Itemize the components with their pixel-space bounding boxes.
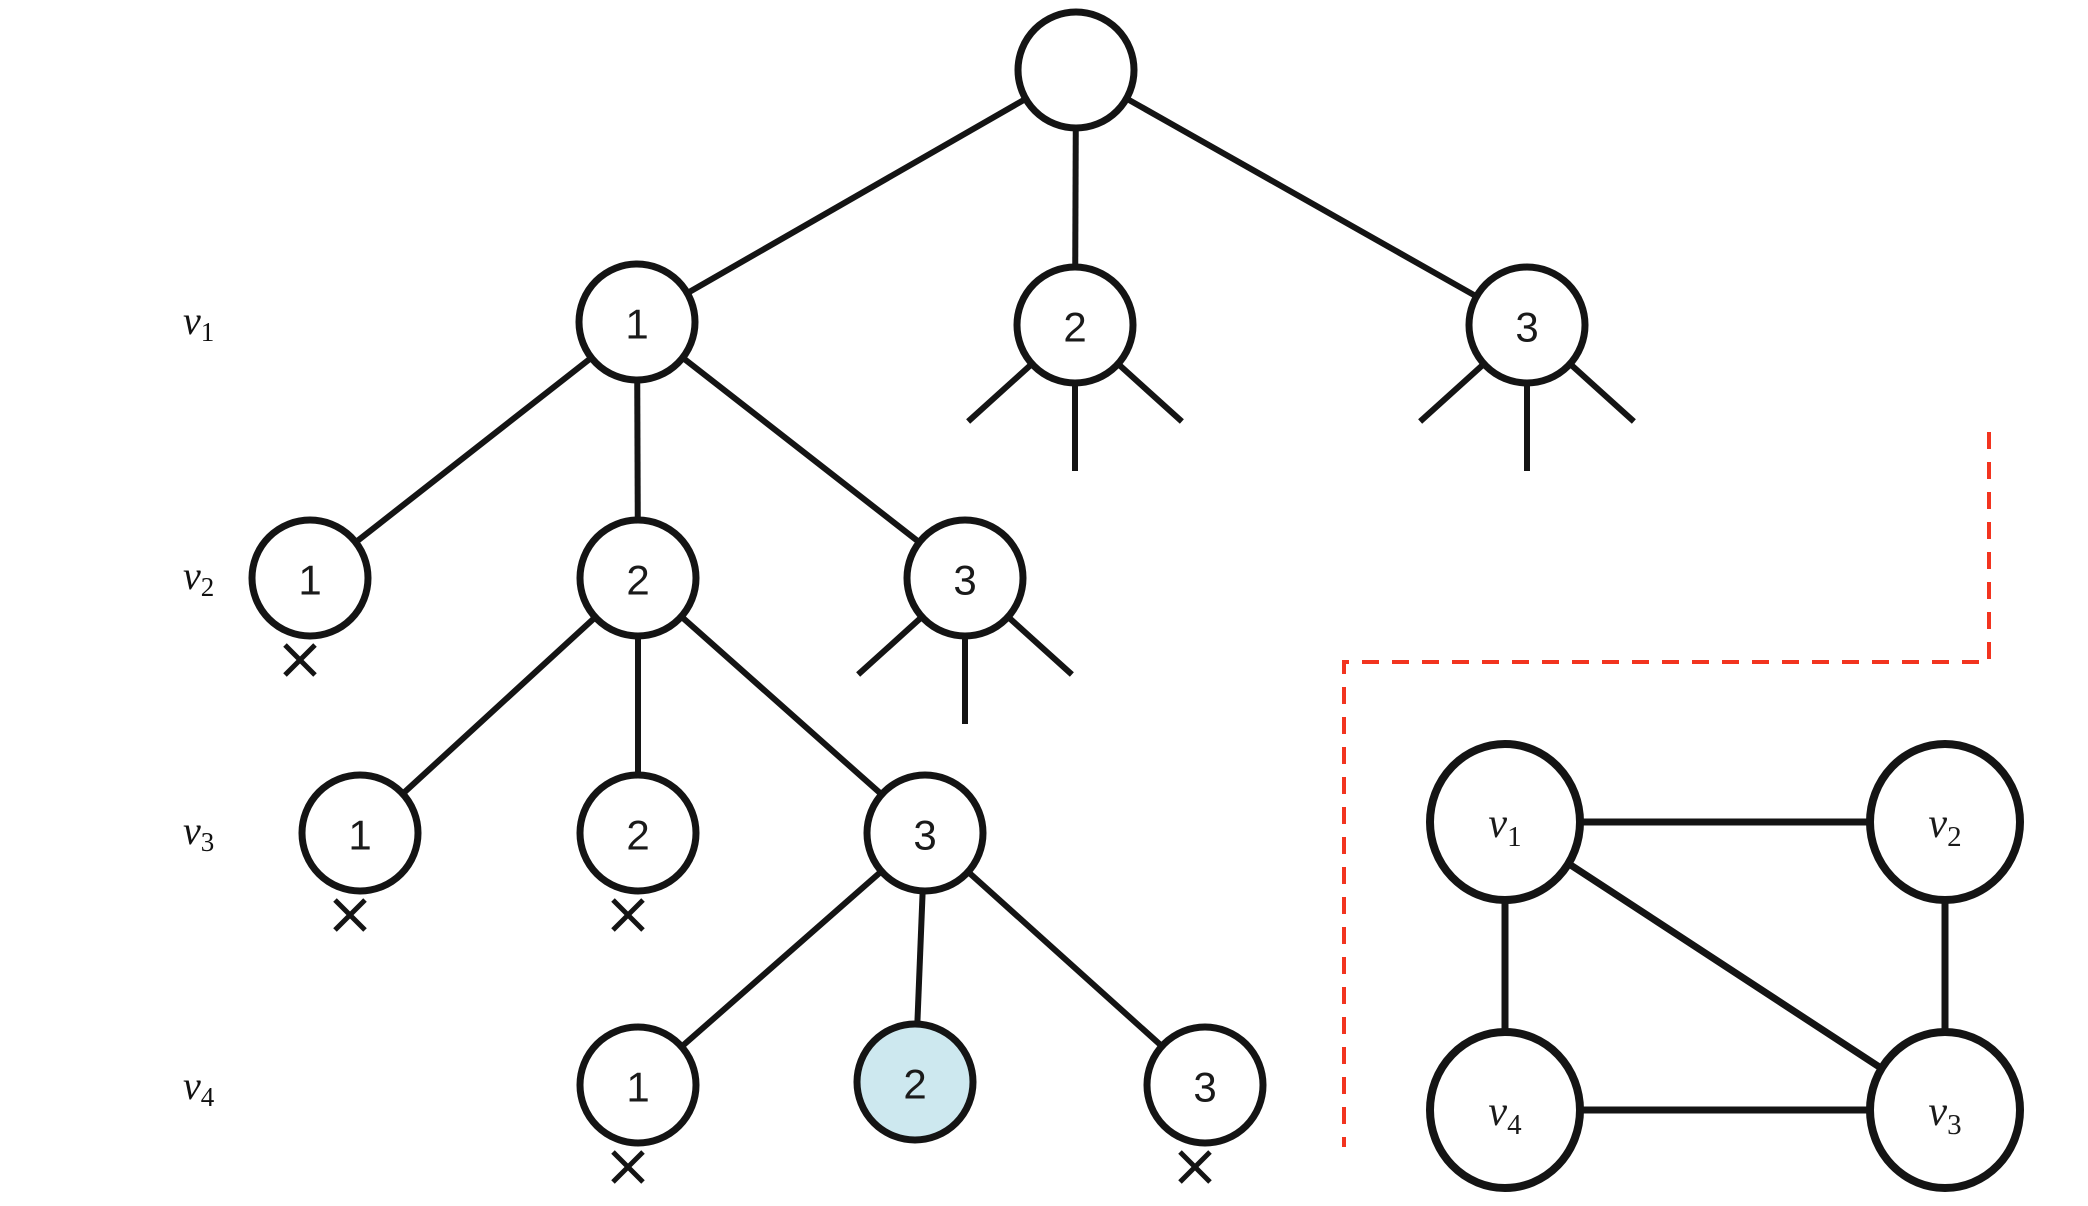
pruned-cross-marks: [283, 643, 1212, 1184]
node-circle: [298, 771, 422, 895]
tree-edge: [684, 95, 1029, 297]
graph-edges: [1501, 818, 1949, 1114]
tree-node-label: 1: [298, 557, 321, 604]
row-label-v4: v4: [183, 1063, 215, 1113]
graph-nodes: v1 v2 v3 v4: [1426, 740, 2024, 1192]
tree-nodes: 1 2 3 1 2 3 1 2 3 1 2 3: [248, 8, 1589, 1147]
node-circle: [863, 771, 987, 895]
tree-node-label: 1: [348, 812, 371, 859]
tree-node-label: 3: [913, 812, 936, 859]
tree-node-L2-1[interactable]: 1: [248, 516, 372, 640]
tree-node-label: 2: [903, 1061, 926, 1108]
graph-node-label: v2: [1928, 801, 1961, 853]
tree-edge: [1072, 125, 1079, 270]
tree-stub-edges: [856, 360, 1636, 724]
tree-edge: [1123, 94, 1480, 301]
tree-node-L1-2[interactable]: 2: [1013, 263, 1137, 387]
tree-edge: [678, 867, 885, 1051]
tree-edges: [352, 94, 1480, 1051]
node-circle: [575, 260, 699, 384]
node-circle: [576, 1023, 700, 1147]
node-circle: [248, 516, 372, 640]
tree-node-label: 1: [626, 1064, 649, 1111]
graph-inset-border: [1342, 432, 1991, 1147]
tree-edge: [677, 612, 886, 799]
tree-node-L4-3[interactable]: 3: [1143, 1023, 1267, 1147]
graph-node-label: v3: [1928, 1089, 1961, 1141]
row-label-v1: v1: [183, 298, 214, 348]
graph-node-v3[interactable]: v3: [1866, 1028, 2024, 1192]
tree-node-label: 3: [1515, 304, 1538, 351]
tree-node-L3-3[interactable]: 3: [863, 771, 987, 895]
tree-node-L3-1[interactable]: 1: [298, 771, 422, 895]
tree-node-L2-2[interactable]: 2: [576, 516, 700, 640]
tree-node-label: 2: [1063, 304, 1086, 351]
tree-node-L1-3[interactable]: 3: [1465, 263, 1589, 387]
tree-node-label: 3: [953, 557, 976, 604]
tree-edge: [964, 868, 1166, 1050]
node-circle: [1013, 263, 1137, 387]
graph-node-v4[interactable]: v4: [1426, 1028, 1584, 1192]
tree-node-label: 2: [626, 812, 649, 859]
tree-node-label: 1: [625, 301, 648, 348]
node-circle: [1143, 1023, 1267, 1147]
node-circle: [576, 771, 700, 895]
tree-node-L3-2[interactable]: 2: [576, 771, 700, 895]
tree-node-label: 3: [1193, 1064, 1216, 1111]
graph-node-label: v4: [1488, 1089, 1522, 1141]
cross-icon: [611, 898, 645, 932]
tree-node-label: 2: [626, 557, 649, 604]
graph-node-circle: [1426, 1028, 1584, 1192]
tree-edge: [634, 377, 641, 523]
cross-icon: [611, 1150, 645, 1184]
graph-node-label: v1: [1488, 801, 1521, 853]
tree-edge: [914, 888, 926, 1027]
tree-edge: [399, 613, 599, 798]
tree-edge: [679, 354, 923, 546]
tree-stub-edge: [1418, 360, 1488, 424]
row-label-v3: v3: [183, 808, 214, 858]
tree-node-L4-1[interactable]: 1: [576, 1023, 700, 1147]
tree-node-L1-1[interactable]: 1: [575, 260, 699, 384]
node-circle-highlighted: [853, 1020, 977, 1144]
node-circle: [903, 516, 1027, 640]
row-labels: v1 v2 v3 v4: [183, 298, 215, 1113]
graph-node-circle: [1866, 1028, 2024, 1192]
tree-stub-edge: [856, 613, 926, 677]
tree-stub-edge: [1566, 360, 1636, 424]
graph-node-circle: [1426, 740, 1584, 904]
graph-node-v1[interactable]: v1: [1426, 740, 1584, 904]
tree-stub-edge: [1114, 360, 1184, 424]
cross-icon: [283, 643, 317, 677]
node-circle: [576, 516, 700, 640]
cross-icon: [333, 898, 367, 932]
graph-edge-v1-v3: [1564, 858, 1886, 1074]
tree-stub-edge: [966, 360, 1036, 424]
tree-stub-edge: [1004, 613, 1074, 677]
inset-dashed-border: [1342, 432, 1991, 1147]
node-circle: [1014, 8, 1138, 132]
graph-node-circle: [1866, 740, 2024, 904]
row-label-v2: v2: [183, 553, 214, 603]
tree-node-L4-2[interactable]: 2: [853, 1020, 977, 1144]
node-circle: [1465, 263, 1589, 387]
tree-node-L2-3[interactable]: 3: [903, 516, 1027, 640]
graph-node-v2[interactable]: v2: [1866, 740, 2024, 904]
cross-icon: [1178, 1150, 1212, 1184]
tree-node-root[interactable]: [1014, 8, 1138, 132]
tree-edge: [352, 354, 595, 546]
